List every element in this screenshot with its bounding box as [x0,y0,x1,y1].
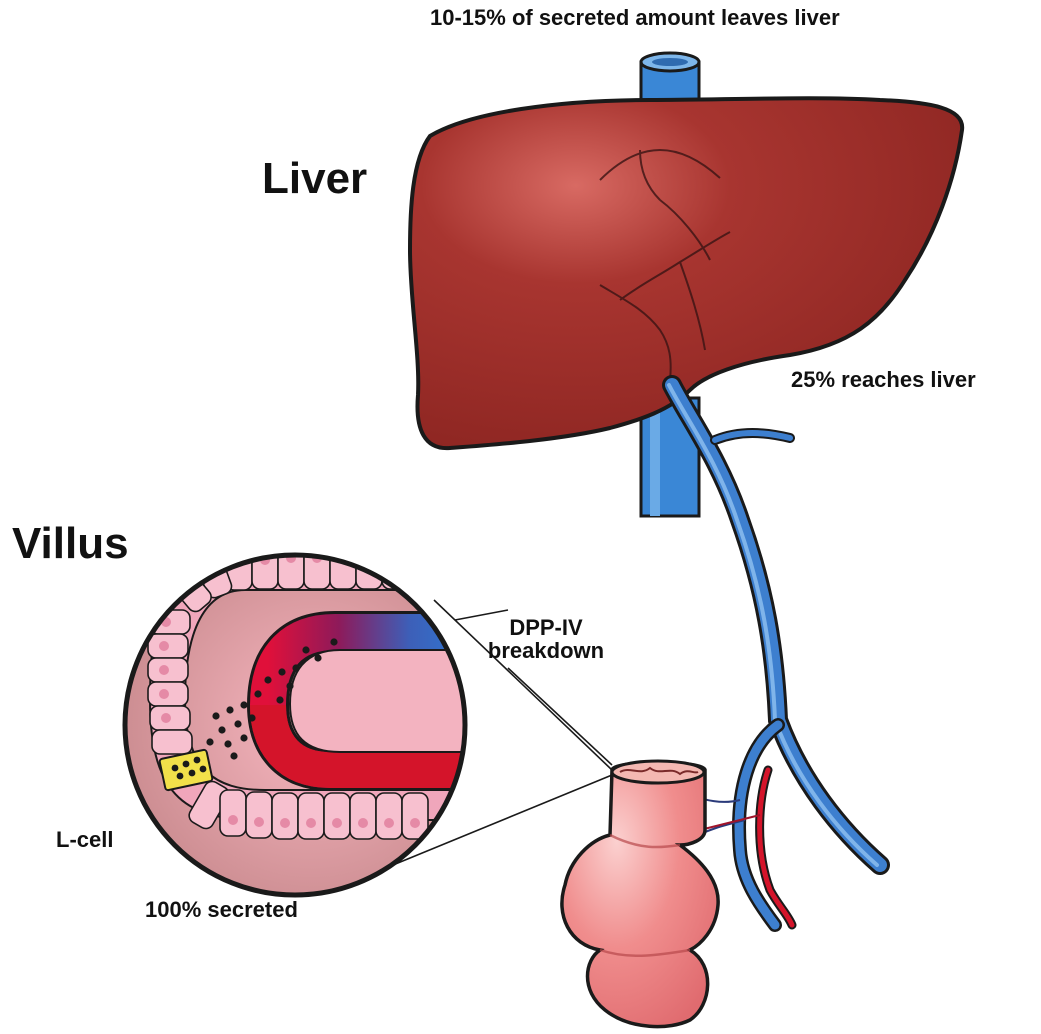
intestine-icon [562,761,718,1027]
leaves-liver-label: 10-15% of secreted amount leaves liver [430,6,840,29]
reaches-liver-label: 25% reaches liver [791,368,976,391]
secreted-label: 100% secreted [145,898,298,921]
dpp-iv-breakdown-label: DPP-IV breakdown [486,616,606,662]
dpp-iv-line: DPP-IV [486,616,606,639]
breakdown-line: breakdown [486,639,606,662]
villus-magnified-icon [125,535,470,895]
l-cell-label: L-cell [56,828,113,851]
liver-title: Liver [262,156,367,202]
villus-title: Villus [12,521,129,567]
